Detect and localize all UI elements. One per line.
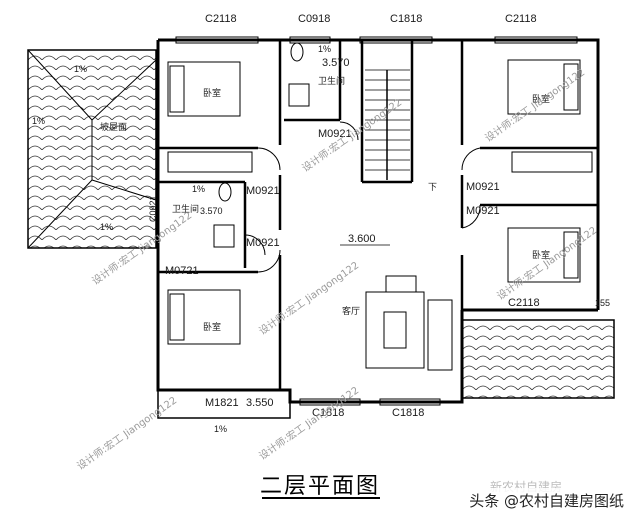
living-furniture bbox=[365, 275, 453, 371]
watermark-4: 设计师:宏工 Jiangong122 bbox=[482, 66, 587, 145]
slope-balcony: 1% bbox=[214, 424, 227, 434]
room-bath-top: 卫生间 bbox=[318, 75, 345, 87]
window-label-top-bath: C0918 bbox=[298, 13, 330, 25]
room-living: 客厅 bbox=[342, 305, 360, 317]
door-label-bath-left: M0721 bbox=[165, 265, 199, 277]
watermark-6: 设计师:宏工 Jiangong122 bbox=[256, 384, 361, 463]
left-roof bbox=[27, 49, 157, 249]
door-label-left-bed2: M0921 bbox=[246, 237, 280, 249]
elevation-bath-top: 3.570 bbox=[322, 57, 350, 69]
elevation-living: 3.600 bbox=[348, 233, 376, 245]
stair-down-label: 下 bbox=[428, 183, 437, 193]
interior-walls bbox=[158, 40, 598, 390]
wardrobes bbox=[167, 151, 593, 173]
door-swings bbox=[244, 121, 481, 273]
slope-roof-left-b: 1% bbox=[100, 222, 113, 232]
slope-roof-left: 1% bbox=[32, 116, 45, 126]
room-bath-left: 卫生间 bbox=[172, 203, 199, 215]
slope-roof-top: 1% bbox=[74, 64, 87, 74]
bath-fixtures bbox=[213, 42, 310, 248]
beds bbox=[167, 59, 581, 345]
door-label-balcony: M1821 bbox=[205, 397, 239, 409]
window-label-top-left: C2118 bbox=[205, 13, 237, 25]
room-roof-label: 坡屋面 bbox=[100, 121, 127, 133]
door-label-right-bed1: M0921 bbox=[466, 181, 500, 193]
windows bbox=[175, 36, 578, 406]
title-underline bbox=[262, 497, 380, 499]
room-bedroom-bottom-right: 卧室 bbox=[532, 249, 550, 261]
window-label-bottom-right: C1818 bbox=[392, 407, 424, 419]
window-label-bottom-left: C1818 bbox=[312, 407, 344, 419]
window-label-left-bath: C0921 bbox=[148, 195, 158, 222]
brand-logo: 头条 @农村自建房图纸 bbox=[465, 488, 628, 513]
dimension-right-corner: 155 bbox=[595, 298, 610, 308]
slope-bath-top: 1% bbox=[318, 44, 331, 54]
window-label-top-right: C2118 bbox=[505, 13, 537, 25]
watermark-7: 设计师:宏工 Jiangong122 bbox=[74, 394, 179, 473]
watermark-2: 设计师:宏工 Jiangong122 bbox=[299, 96, 404, 175]
watermark-3: 设计师:宏工 Jiangong122 bbox=[256, 259, 361, 338]
room-bedroom-bottom-left: 卧室 bbox=[203, 321, 221, 333]
balcony bbox=[157, 389, 291, 419]
staircase bbox=[365, 69, 410, 180]
window-label-mid-right: C2118 bbox=[508, 297, 540, 309]
door-label-right-bed2: M0921 bbox=[466, 205, 500, 217]
slope-bath-left: 1% bbox=[192, 184, 205, 194]
elevation-bath-left: 3.570 bbox=[200, 206, 223, 216]
elevation-balcony: 3.550 bbox=[246, 397, 274, 409]
room-bedroom-top-left: 卧室 bbox=[203, 87, 221, 99]
room-bedroom-top-right: 卧室 bbox=[532, 93, 550, 105]
watermark-5: 设计师:宏工 Jiangong122 bbox=[494, 224, 599, 303]
door-label-left-bed1: M0921 bbox=[246, 185, 280, 197]
window-label-top-stair: C1818 bbox=[390, 13, 422, 25]
plan-title: 二层平面图 bbox=[259, 474, 380, 499]
right-canopy bbox=[461, 319, 615, 399]
door-label-bath-top: M0921 bbox=[318, 128, 352, 140]
